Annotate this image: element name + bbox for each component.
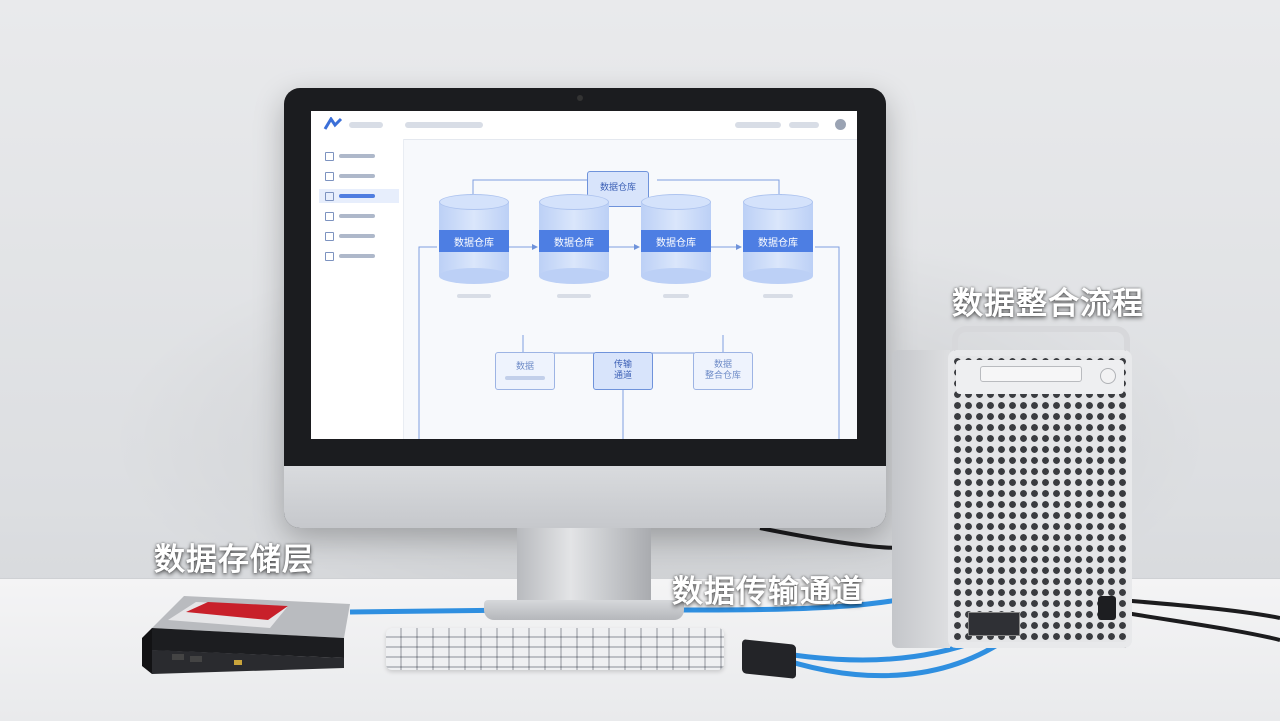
app-name-placeholder [349,122,383,128]
bottom-node-3: 数据整合仓库 [693,352,753,390]
sidebar-item-4[interactable] [319,209,399,223]
bottom-node-2: 传输通道 [593,352,653,390]
webcam [577,95,583,101]
ethernet-coupler [742,639,796,679]
sidebar-item-label [339,214,375,218]
power-button-icon [1100,368,1116,384]
keyboard [386,628,724,670]
sidebar-item-1[interactable] [319,149,399,163]
sidebar-item-3[interactable] [319,189,399,203]
sidebar [311,139,404,439]
monitor-stand-foot [484,600,684,620]
bottom-node-1: 数据 [495,352,555,390]
monitor-stand [517,528,651,608]
database-cylinder-3: 数据仓库 [641,194,711,284]
sidebar-item-label [339,234,375,238]
file-icon [325,252,334,261]
database-cylinder-1: 数据仓库 [439,194,509,284]
sidebar-item-label [339,174,375,178]
node-label-2: 整合仓库 [704,371,741,381]
file-icon [325,172,334,181]
integration-flow-label: 数据整合流程 [952,286,1144,322]
sidebar-item-2[interactable] [319,169,399,183]
monitor-chin [284,466,886,528]
server-handle [952,326,1130,362]
cylinder-caption-1 [439,291,509,301]
cylinder-label: 数据仓库 [539,230,609,252]
sidebar-item-label [339,194,375,198]
server-ports [968,612,1020,636]
logo-icon [323,116,343,131]
storage-layer-label: 数据存储层 [154,542,314,578]
file-icon [325,212,334,221]
sidebar-item-label [339,254,375,258]
search-placeholder [405,122,483,128]
sidebar-item-5[interactable] [319,229,399,243]
flowchart: 数据仓库 数据仓库 数据仓库 数据仓库 数据仓库 数据 传输通道 数据整合仓库 [403,139,857,439]
cylinder-caption-3 [641,291,711,301]
node-label: 数据 [713,359,732,370]
file-icon [325,232,334,241]
node-label: 数据 [515,361,534,372]
server-tower [892,326,1132,648]
database-cylinder-2: 数据仓库 [539,194,609,284]
user-placeholder [789,122,819,128]
node-label: 传输 [613,359,632,370]
file-icon [325,152,334,161]
drive-slot [980,366,1082,382]
hard-drive [138,594,350,674]
avatar[interactable] [835,119,846,130]
cylinder-label: 数据仓库 [743,230,813,252]
file-icon [325,192,334,201]
node-label-2: 通道 [613,371,632,381]
app-topbar [311,111,857,140]
node-label: 数据仓库 [599,183,636,194]
database-cylinder-4: 数据仓库 [743,194,813,284]
sidebar-item-6[interactable] [319,249,399,263]
cylinder-caption-2 [539,291,609,301]
transfer-channel-label: 数据传输通道 [672,574,864,610]
monitor-screen: 数据仓库 数据仓库 数据仓库 数据仓库 数据仓库 数据 传输通道 数据整合仓库 [311,111,857,439]
sidebar-item-label [339,154,375,158]
cylinder-label: 数据仓库 [439,230,509,252]
topbar-link-placeholder [735,122,781,128]
power-socket-icon [1098,596,1116,620]
cylinder-label: 数据仓库 [641,230,711,252]
cylinder-caption-4 [743,291,813,301]
